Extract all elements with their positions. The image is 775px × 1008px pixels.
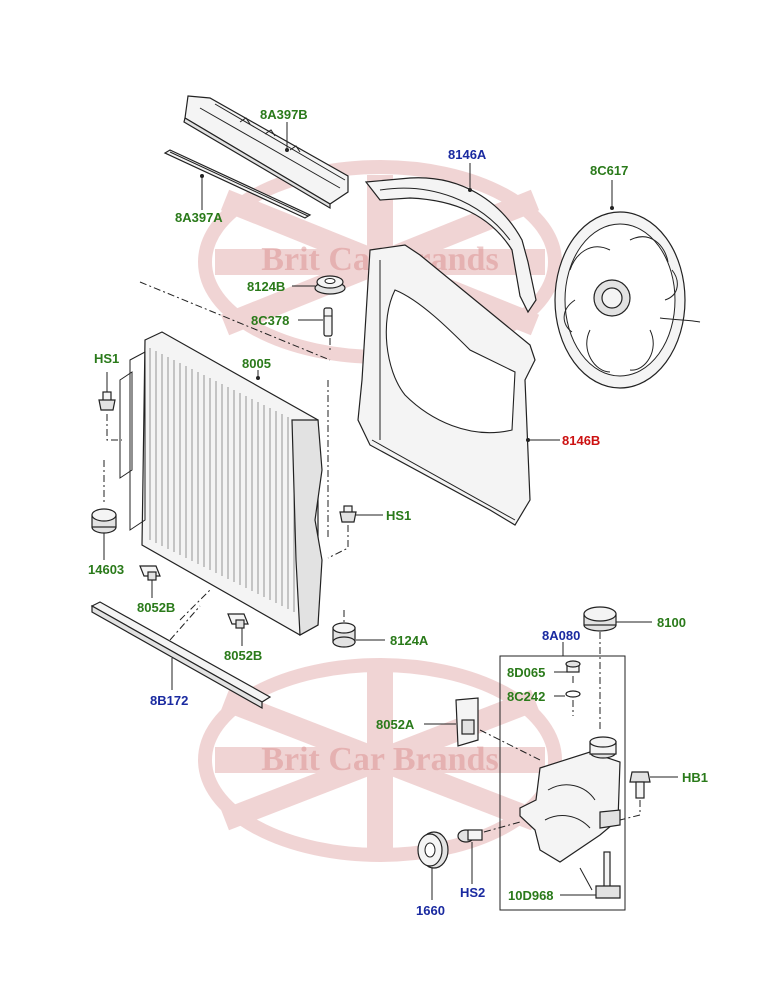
label-8C617: 8C617	[590, 163, 628, 178]
part-8124A-mount	[332, 610, 385, 648]
part-HS2-screw	[457, 821, 521, 884]
label-HS1-right: HS1	[386, 508, 411, 523]
label-8052A: 8052A	[376, 717, 415, 732]
label-8124A: 8124A	[390, 633, 429, 648]
part-8005-radiator	[119, 331, 323, 636]
label-8C242: 8C242	[507, 689, 545, 704]
label-8A397A: 8A397A	[175, 210, 223, 225]
watermark-text-bottom: Brit Car Brands	[261, 741, 498, 778]
part-HS1-bolt-right	[327, 505, 383, 559]
label-8052B-right: 8052B	[224, 648, 262, 663]
label-8146B: 8146B	[562, 433, 600, 448]
part-10D968-sensor	[560, 851, 621, 899]
part-HS1-bolt-left	[98, 372, 122, 441]
part-8C242-clip	[554, 632, 601, 730]
label-8D065: 8D065	[507, 665, 545, 680]
part-8A080-reservoir	[519, 736, 621, 863]
label-8100: 8100	[657, 615, 686, 630]
part-8B172-seal	[90, 601, 272, 710]
label-10D968: 10D968	[508, 888, 554, 903]
part-8146B-main-shroud	[357, 244, 536, 526]
part-8052A-bracket	[424, 697, 541, 761]
label-8C378: 8C378	[251, 313, 289, 328]
label-8B172: 8B172	[150, 693, 188, 708]
part-8C378-pin	[323, 307, 333, 337]
alignment-line-top	[139, 281, 331, 540]
part-8C617-fan	[554, 206, 701, 389]
label-HB1: HB1	[682, 770, 708, 785]
label-HS2: HS2	[460, 885, 485, 900]
label-8124B: 8124B	[247, 279, 285, 294]
part-14603-isolator	[91, 460, 117, 560]
part-8052B-bracket-right	[227, 613, 249, 646]
label-14603: 14603	[88, 562, 124, 577]
part-8A080-box	[499, 642, 626, 911]
label-8A080: 8A080	[542, 628, 580, 643]
label-1660: 1660	[416, 903, 445, 918]
alignment-line-bottom	[169, 589, 211, 641]
label-8A397B: 8A397B	[260, 107, 308, 122]
part-8D065-valve	[554, 660, 581, 686]
part-8100-cap	[583, 606, 652, 632]
part-HB1-bolt	[619, 771, 678, 821]
part-1660-pulley	[417, 831, 449, 900]
part-8052B-bracket-left	[139, 565, 161, 598]
part-8A397A-strip	[163, 149, 312, 219]
label-8052B-left: 8052B	[137, 600, 175, 615]
label-HS1-left: HS1	[94, 351, 119, 366]
part-8124B-grommet	[314, 275, 346, 295]
label-8146A: 8146A	[448, 147, 487, 162]
callout-labels: 8A397B 8A397A 8146A 8C617 8124B 8C378 HS…	[88, 107, 708, 918]
label-8005: 8005	[242, 356, 271, 371]
